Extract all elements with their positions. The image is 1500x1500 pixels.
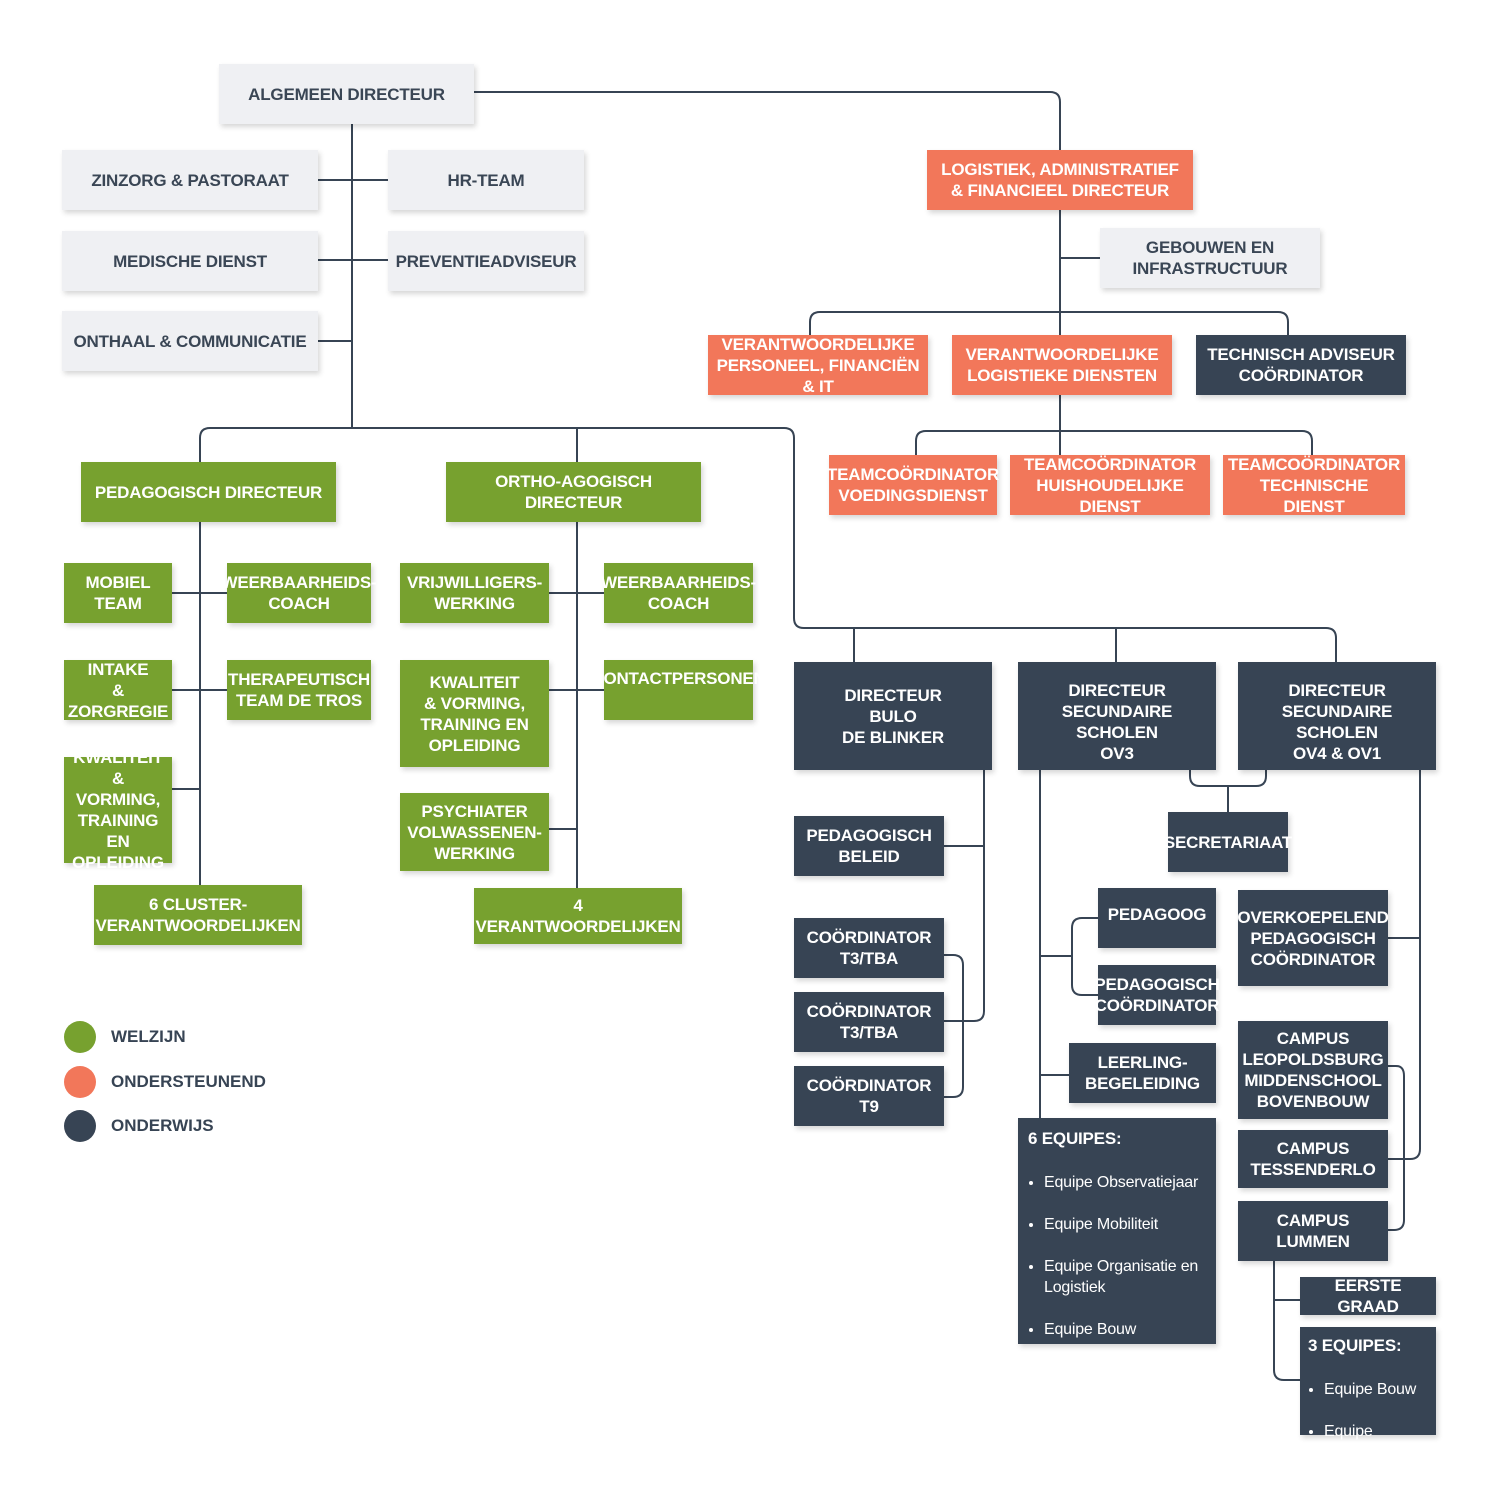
zes-equipes-list: Equipe Observatiejaar Equipe Mobiliteit … [1028,1151,1206,1487]
node-verantwoordelijke-logistiek: VERANTWOORDELIJKE LOGISTIEKE DIENSTEN [952,335,1172,395]
node-technisch-adviseur: TECHNISCH ADVISEUR COÖRDINATOR [1196,335,1406,395]
node-logistiek-directeur: LOGISTIEK, ADMINISTRATIEF & FINANCIEEL D… [927,150,1193,210]
drie-equipes-title: 3 EQUIPES: [1308,1336,1402,1355]
node-pedagoog: PEDAGOOG [1098,888,1216,948]
node-weerbaarheidscoach-2: WEERBAARHEIDS- COACH [601,563,756,623]
node-campus-tessenderlo: CAMPUS TESSENDERLO [1238,1130,1388,1188]
node-zes-equipes: 6 EQUIPES: Equipe Observatiejaar Equipe … [1018,1118,1216,1464]
legend-label-ondersteunend: ONDERSTEUNEND [111,1072,266,1091]
list-item: Equipe Bouw [1324,1379,1428,1400]
node-mobiel-team: MOBIEL TEAM [64,563,172,623]
legend-label-welzijn: WELZIJN [111,1027,186,1046]
node-teamcoordinator-huishoud: TEAMCOÖRDINATOR HUISHOUDELIJKE DIENST [1010,455,1210,516]
node-teamcoordinator-voeding: TEAMCOÖRDINATOR VOEDINGSDIENST [827,455,999,515]
legend-dot-onderwijs [64,1110,96,1142]
node-medische-dienst: MEDISCHE DIENST [62,231,318,291]
node-gebouwen-infrastructuur: GEBOUWEN EN INFRASTRUCTUUR [1100,228,1320,288]
list-item: Equipe Metaal [1324,1484,1428,1500]
node-preventieadviseur: PREVENTIEADVISEUR [388,231,584,291]
node-intake-zorgregie: INTAKE & ZORGREGIE [64,660,172,721]
legend-label-onderwijs: ONDERWIJS [111,1116,214,1135]
node-directeur-bulo: DIRECTEUR BULO DE BLINKER [794,662,992,770]
node-contactpersonen: CONTACTPERSONEN [591,660,766,720]
node-coordinator-t3-tba-2: COÖRDINATOR T3/TBA [794,992,944,1052]
node-onthaal-communicatie: ONTHAAL & COMMUNICATIE [62,311,318,371]
node-kwaliteit-vorming-1: KWALITEIT & VORMING, TRAINING EN OPLEIDI… [64,748,172,872]
node-therapeutisch-team: THERAPEUTISCH TEAM DE TROS [227,660,371,720]
node-cluster-verantwoordelijken: 6 CLUSTER- VERANTWOORDELIJKEN [94,885,302,945]
legend-dot-ondersteunend [64,1066,96,1098]
node-overkoepelend-coordinator: OVERKOEPELEND PEDAGOGISCH COÖRDINATOR [1237,890,1389,986]
node-pedagogisch-coordinator: PEDAGOGISCH COÖRDINATOR [1094,965,1220,1025]
node-eerste-graad: EERSTE GRAAD [1300,1276,1436,1316]
node-directeur-ov4: DIRECTEUR SECUNDAIRE SCHOLEN OV4 & OV1 [1238,662,1436,770]
node-campus-leopoldsburg: CAMPUS LEOPOLDSBURG MIDDENSCHOOL BOVENBO… [1238,1021,1388,1119]
node-pedagogisch-directeur: PEDAGOGISCH DIRECTEUR [81,462,336,522]
node-teamcoordinator-technisch: TEAMCOÖRDINATOR TECHNISCHE DIENST [1223,455,1405,516]
node-leerlingbegeleiding: LEERLING- BEGELEIDING [1069,1043,1216,1103]
node-weerbaarheidscoach-1: WEERBAARHEIDS- COACH [222,563,377,623]
node-vrijwilligerswerking: VRIJWILLIGERS- WERKING [400,563,549,623]
node-hr-team: HR-TEAM [388,150,584,210]
node-secretariaat: SECRETARIAAT [1164,812,1292,872]
node-algemeen-directeur: ALGEMEEN DIRECTEUR [219,64,474,124]
drie-equipes-list: Equipe Bouw Equipe Kantoor Equipe Metaal [1308,1358,1428,1500]
node-campus-lummen: CAMPUS LUMMEN [1238,1201,1388,1261]
zes-equipes-title: 6 EQUIPES: [1028,1129,1122,1148]
list-item: Equipe Hout [1044,1361,1206,1382]
node-vier-verantwoordelijken: 4 VERANTWOORDELIJKEN [474,888,682,944]
list-item: Equipe Bouw [1044,1319,1206,1340]
node-pedagogisch-beleid: PEDAGOGISCH BELEID [794,816,944,876]
node-zinzorg-pastoraat: ZINZORG & PASTORAAT [62,150,318,210]
list-item: Equipe Organisatie en Logistiek [1044,1256,1206,1298]
node-psychiater: PSYCHIATER VOLWASSENEN- WERKING [400,793,549,871]
list-item: Equipe Groenvoorziening en Decoratie [1044,1403,1206,1466]
list-item: Equipe Mobiliteit [1044,1214,1206,1235]
list-item: Equipe Kantoor [1324,1421,1428,1463]
legend-dot-welzijn [64,1021,96,1053]
node-coordinator-t3-tba-1: COÖRDINATOR T3/TBA [794,918,944,978]
node-drie-equipes: 3 EQUIPES: Equipe Bouw Equipe Kantoor Eq… [1300,1327,1436,1500]
list-item: Equipe Observatiejaar [1044,1172,1206,1193]
node-directeur-ov3: DIRECTEUR SECUNDAIRE SCHOLEN OV3 [1018,662,1216,770]
node-kwaliteit-vorming-2: KWALITEIT & VORMING, TRAINING EN OPLEIDI… [400,660,549,767]
node-ortho-agogisch-directeur: ORTHO-AGOGISCH DIRECTEUR [446,462,701,522]
node-verantwoordelijke-personeel: VERANTWOORDELIJKE PERSONEEL, FINANCIËN &… [708,335,928,396]
node-coordinator-t9: COÖRDINATOR T9 [794,1066,944,1126]
